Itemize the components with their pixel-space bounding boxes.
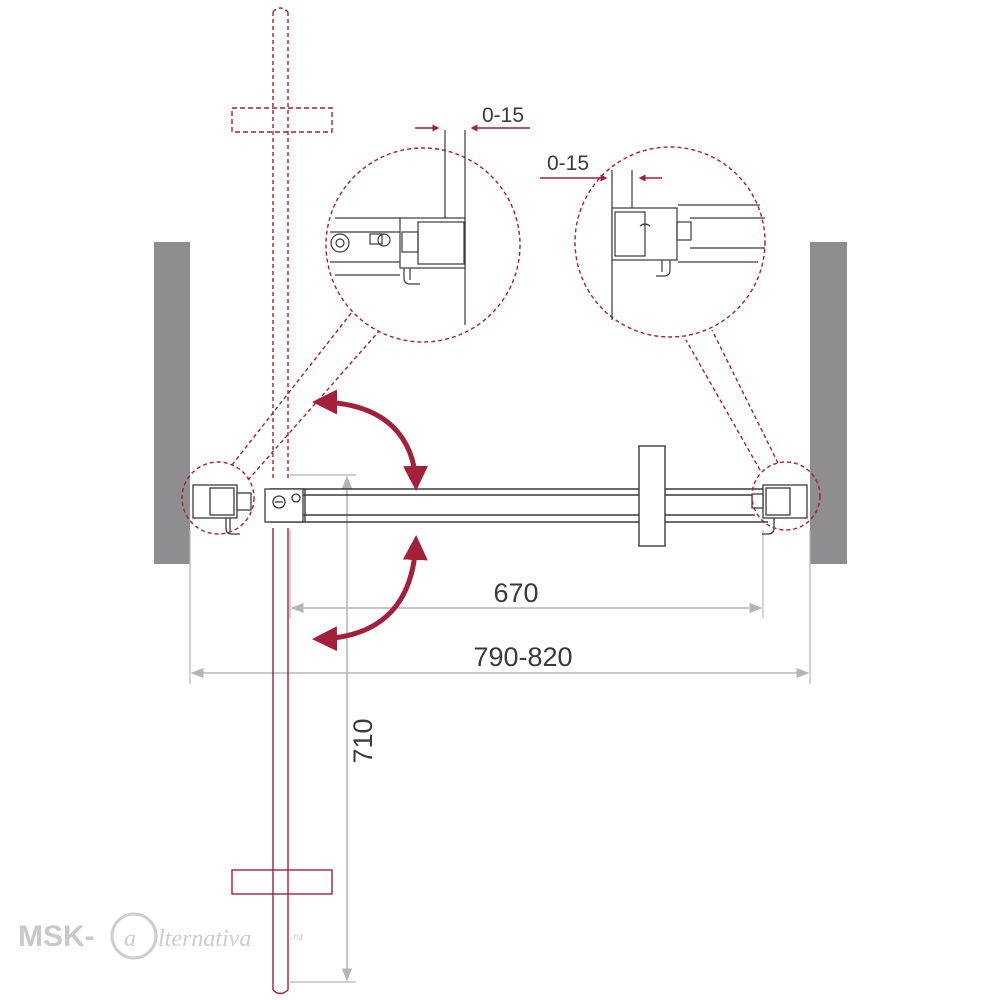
- left-adjustment-label: 0-15: [482, 104, 524, 127]
- svg-text:a: a: [124, 926, 136, 952]
- opening-width-label: 670: [493, 578, 538, 608]
- left-profile: [192, 484, 252, 535]
- swing-arrow-bottom: [312, 535, 428, 652]
- total-width-label: 790-820: [473, 642, 572, 672]
- watermark-script: lternativa: [158, 926, 251, 952]
- watermark-suffix: .ru: [290, 931, 303, 943]
- watermark-prefix: MSK-: [18, 920, 95, 953]
- right-detail-marker: [751, 461, 821, 531]
- right-wall: [810, 242, 847, 564]
- swing-arrow-top: [312, 389, 429, 491]
- door-swing-depth-label: 710: [348, 718, 378, 763]
- hinge-screw-icon: [330, 233, 350, 253]
- left-hinge: [264, 488, 304, 523]
- door-handle: [638, 445, 666, 547]
- right-adjustment-label: 0-15: [547, 152, 589, 175]
- right-magnified-detail: 0-15: [540, 146, 766, 338]
- watermark-logo: MSK- a lternativa .ru: [18, 912, 303, 960]
- left-magnified-detail: 0-15: [325, 104, 530, 343]
- opening-width-dimension: 670: [290, 578, 763, 614]
- left-detail-marker: [181, 461, 255, 535]
- door-leaf: [270, 488, 768, 523]
- detail-leaders: [231, 311, 779, 481]
- dimension-guides: [189, 474, 811, 983]
- watermark-at-icon: [110, 912, 158, 960]
- door-open-position-top: [231, 7, 333, 480]
- door-swing-depth-dimension: 710: [341, 475, 378, 982]
- door-open-position-bottom: [231, 528, 333, 995]
- total-width-dimension: 790-820: [190, 642, 810, 679]
- right-profile: [751, 484, 808, 535]
- left-wall: [154, 242, 190, 564]
